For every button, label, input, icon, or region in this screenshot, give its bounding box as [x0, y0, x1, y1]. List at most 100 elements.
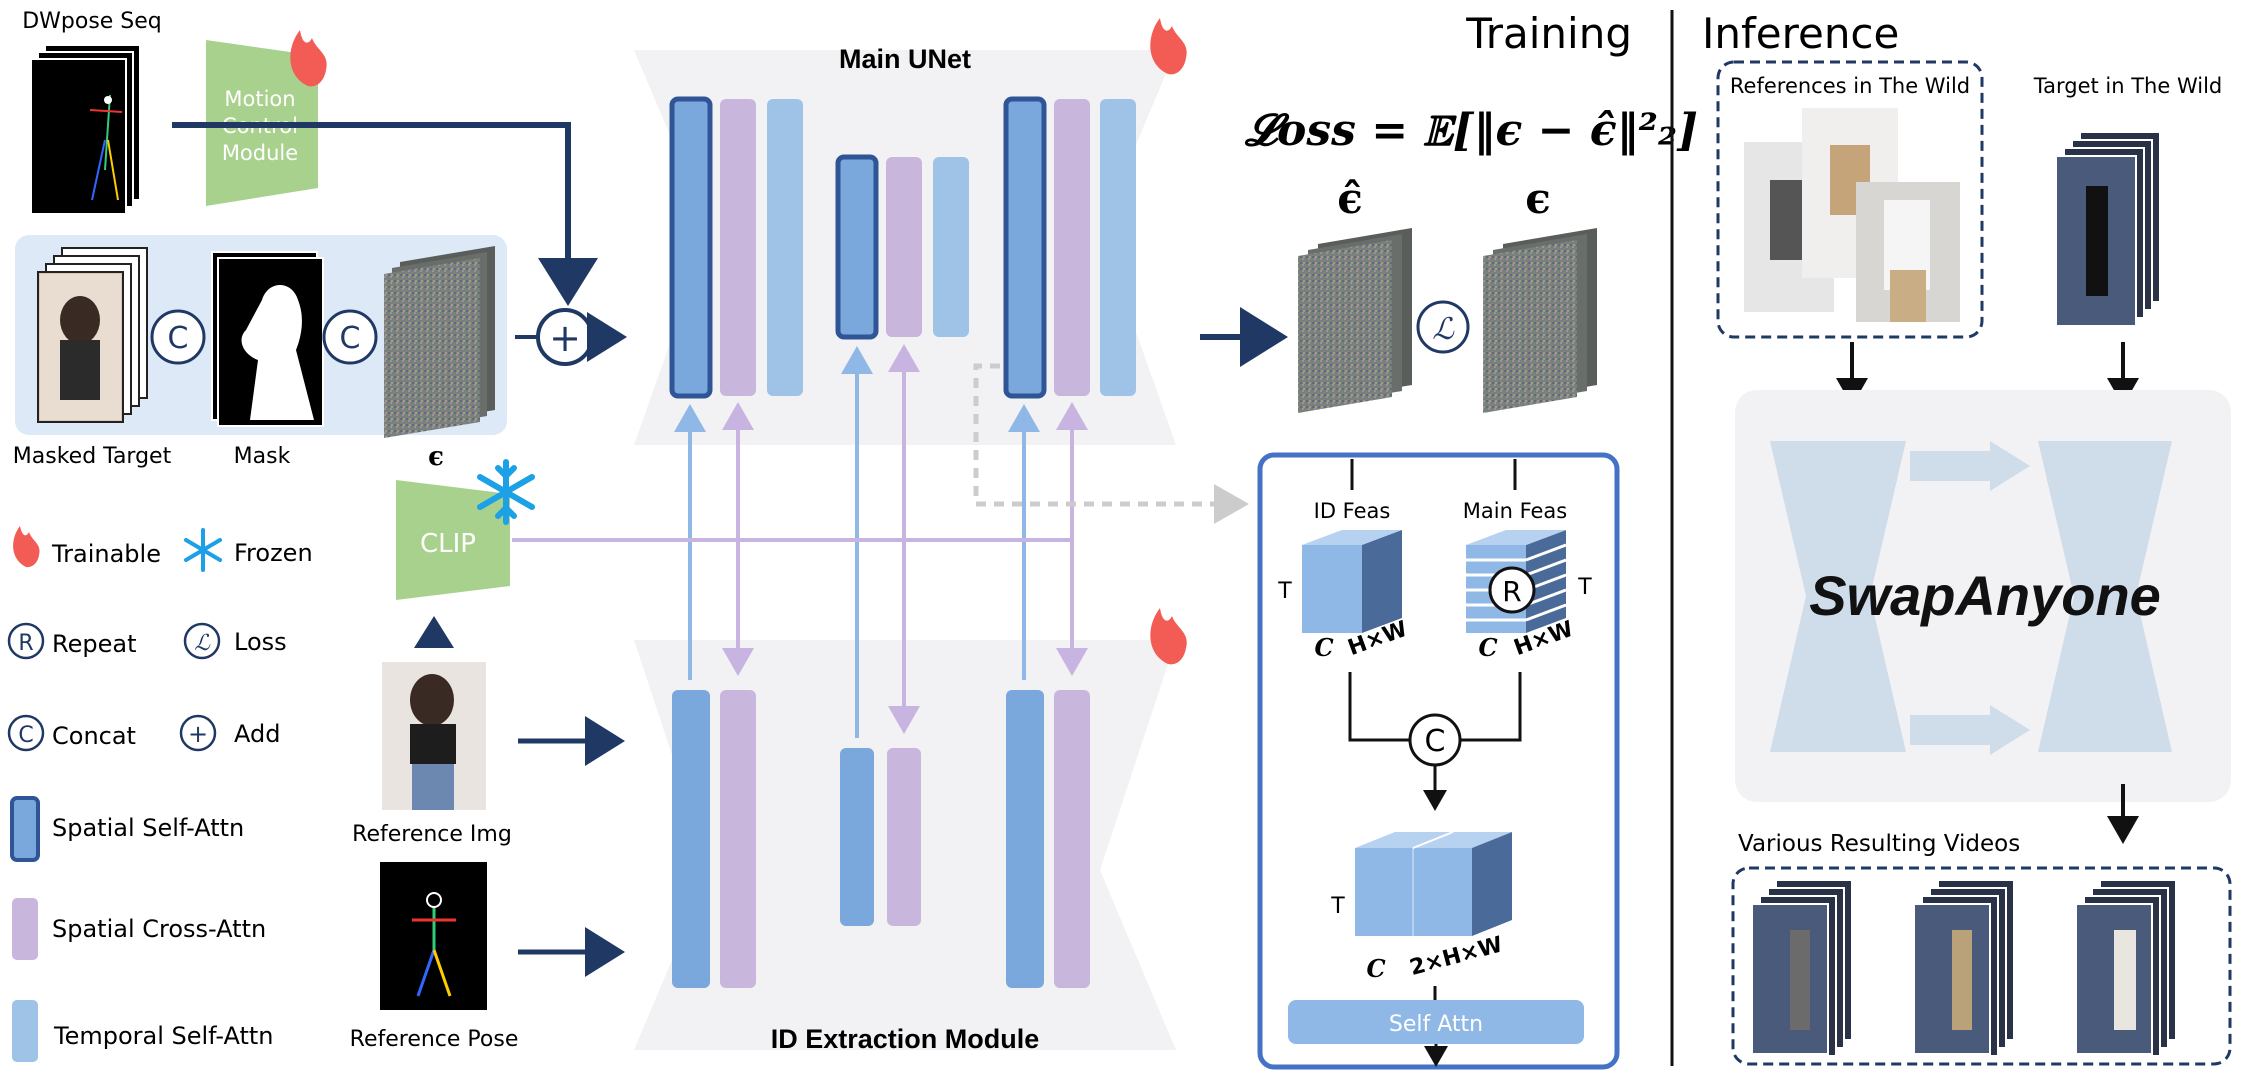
gt-noise-label: ϵ	[1525, 174, 1551, 223]
main-feas-label: Main Feas	[1463, 499, 1567, 523]
legend-temporal-self-swatch	[12, 1000, 38, 1062]
legend-frozen: Frozen	[234, 539, 313, 567]
motion-control-label-3: Module	[222, 141, 298, 165]
target-noise	[1483, 228, 1597, 413]
repeat-icon: R	[1488, 566, 1536, 614]
spatial-self-attn-block	[669, 96, 713, 399]
main-unet-blocks	[669, 96, 1136, 399]
svg-text:R: R	[1502, 575, 1521, 608]
temporal-self-attn-block	[933, 157, 969, 337]
unet-shape-right	[2038, 441, 2172, 752]
fire-icon	[13, 526, 40, 568]
fire-icon	[1150, 18, 1187, 75]
inference-title: Inference	[1702, 9, 1899, 58]
reference-photos	[1744, 108, 1960, 322]
legend-loss: Loss	[234, 628, 287, 656]
combined-features-cube	[1355, 831, 1512, 936]
dwpose-label: DWpose Seq	[22, 9, 162, 34]
svg-text:+: +	[549, 316, 581, 360]
spatial-cross-attn-block	[1054, 690, 1090, 988]
concat-icon-detail: C	[1408, 713, 1462, 767]
pred-noise-label: ϵ̂	[1337, 174, 1363, 223]
result-video-3	[2075, 879, 2177, 1057]
results-label: Various Resulting Videos	[1738, 831, 2020, 857]
legend-spatial-self: Spatial Self-Attn	[52, 814, 244, 842]
temporal-self-attn-block	[767, 99, 803, 396]
mask-label: Mask	[234, 444, 291, 469]
legend-add: Add	[234, 720, 280, 748]
self-attn-label: Self Attn	[1389, 1012, 1483, 1037]
spatial-cross-attn-block	[887, 748, 921, 926]
id-c-label: C	[1314, 633, 1333, 662]
masked-target-stack	[37, 247, 148, 423]
loss-icon: ℒ	[1416, 300, 1470, 354]
masked-target-label: Masked Target	[13, 444, 172, 469]
target-video-stack	[2055, 131, 2161, 327]
reference-pose	[380, 862, 487, 1010]
main-unet-label: Main UNet	[839, 44, 971, 74]
spatial-cross-attn-block	[886, 157, 922, 337]
spatial-self-attn-block	[1006, 690, 1044, 988]
motion-control-label-1: Motion	[224, 87, 295, 111]
snowflake-icon	[184, 528, 222, 572]
add-icon: +	[179, 714, 217, 752]
repeat-icon: R	[7, 622, 45, 660]
self-attn-block	[1288, 1000, 1584, 1044]
reference-img-label: Reference Img	[352, 822, 512, 847]
unet-to-detail-dashed	[973, 363, 1249, 524]
svg-text:+: +	[188, 720, 208, 748]
id-features-cube	[1302, 530, 1402, 633]
noise-latent	[384, 246, 495, 438]
svg-text:C: C	[168, 321, 189, 356]
legend-trainable: Trainable	[51, 540, 161, 568]
spatial-cross-attn-block	[1054, 99, 1090, 396]
id-module-blocks	[672, 690, 1090, 988]
legend-concat: Concat	[52, 722, 136, 750]
model-flow-arrows	[1910, 441, 2030, 755]
swapanyone-label: SwapAnyone	[1809, 564, 2161, 627]
legend: Trainable Frozen R Repeat ℒ Loss C Conca…	[7, 526, 313, 1062]
svg-text:C: C	[340, 321, 361, 356]
spatial-self-attn-block	[835, 154, 879, 340]
svg-text:ℒ: ℒ	[1432, 312, 1455, 347]
svg-text:ℒ: ℒ	[194, 631, 211, 656]
loss-icon: ℒ	[183, 622, 221, 660]
concat-lines	[1348, 672, 1522, 742]
spatial-self-attn-block	[840, 748, 874, 926]
training-title: Training	[1465, 9, 1632, 58]
clip-label: CLIP	[420, 529, 476, 559]
id-t-label: T	[1277, 579, 1292, 604]
fire-icon	[290, 30, 327, 87]
spatial-self-attn-block	[672, 690, 710, 988]
dwpose-sequence-stack	[30, 44, 141, 215]
legend-spatial-cross: Spatial Cross-Attn	[52, 915, 266, 943]
concat-icon-2: C	[322, 309, 378, 365]
id-feas-label: ID Feas	[1314, 499, 1391, 523]
legend-temporal-self: Temporal Self-Attn	[53, 1022, 273, 1050]
predicted-noise	[1298, 228, 1412, 413]
target-label: Target in The Wild	[2033, 74, 2223, 98]
mask-image	[211, 251, 324, 427]
svg-text:C: C	[18, 723, 33, 748]
legend-repeat: Repeat	[52, 630, 136, 658]
noise-label: ϵ	[428, 442, 444, 472]
combined-c-label: C	[1366, 954, 1385, 983]
concat-icon: C	[7, 714, 45, 752]
snowflake-icon	[477, 459, 535, 525]
id-to-main-connections	[674, 344, 1088, 738]
legend-spatial-cross-swatch	[12, 898, 38, 960]
unet-shape-left	[1770, 441, 1906, 752]
svg-text:R: R	[18, 631, 33, 656]
combined-t-label: T	[1330, 894, 1345, 919]
spatial-cross-attn-block	[720, 690, 756, 988]
concat-icon-1: C	[150, 309, 206, 365]
temporal-self-attn-block	[1100, 99, 1136, 396]
reference-pose-label: Reference Pose	[350, 1027, 519, 1052]
fire-icon	[1150, 608, 1187, 665]
result-video-1	[1751, 879, 1853, 1057]
clip-encoder	[396, 480, 510, 600]
references-label: References in The Wild	[1730, 74, 1970, 98]
spatial-cross-attn-block	[720, 99, 756, 396]
main-t-label: T	[1577, 575, 1592, 600]
